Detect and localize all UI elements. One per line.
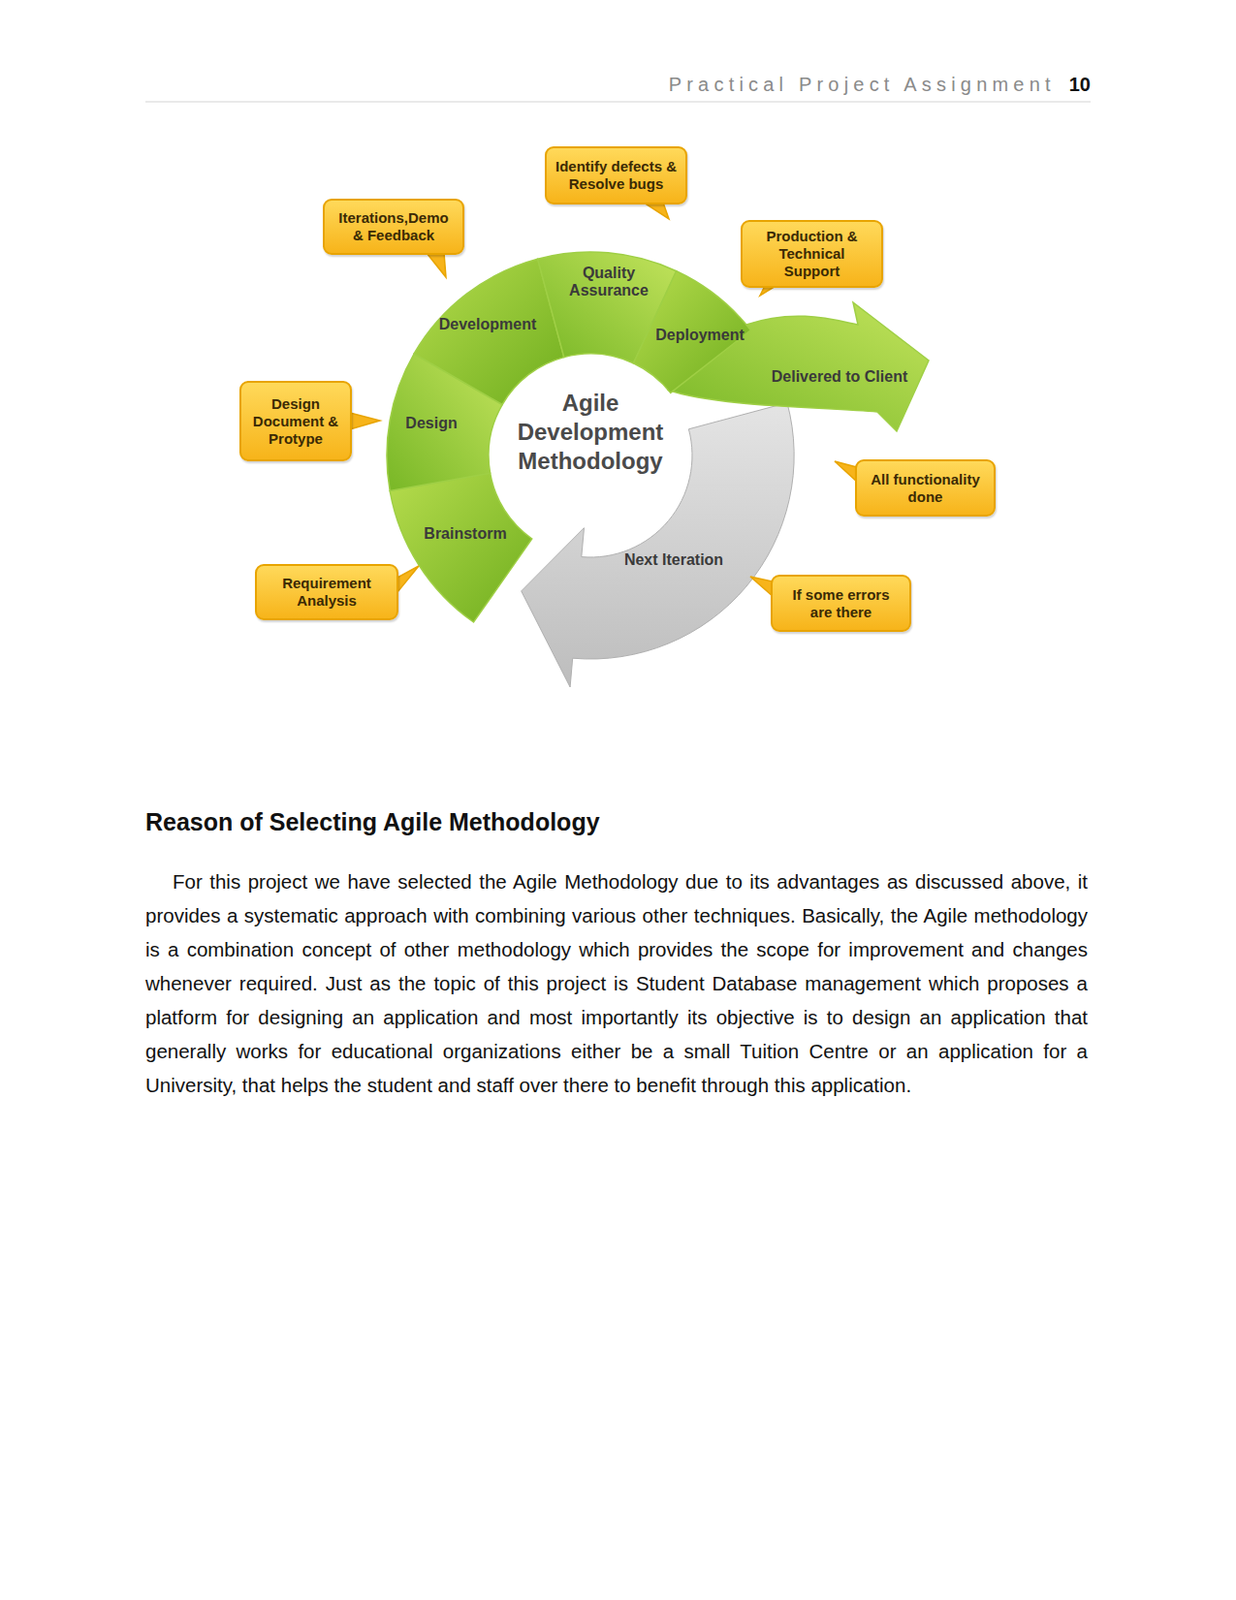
callout-tail: [426, 253, 446, 278]
next-iteration-arrow: [521, 403, 794, 688]
node-text: Iterations,Demo & Feedback: [332, 209, 455, 245]
callout-box: Production & Technical Support: [740, 220, 884, 288]
node-text: Agile Development Methodology: [503, 388, 678, 476]
node-text: Next Iteration: [624, 551, 724, 570]
callout-box: If some errors are there: [770, 574, 912, 633]
cycle-stage: Quality Assurance: [560, 264, 658, 301]
body-paragraph: For this project we have selected the Ag…: [145, 864, 1088, 1103]
node-text: Brainstorm: [423, 525, 507, 543]
section-heading: Reason of Selecting Agile Methodology: [145, 808, 601, 837]
node-text: Production & Technical Support: [750, 227, 874, 281]
center-title: Agile Development Methodology: [503, 388, 678, 476]
callout-box: Requirement Analysis: [254, 564, 399, 621]
node-text: Development: [439, 316, 537, 334]
callout-tail: [643, 202, 669, 220]
node-text: Design: [405, 414, 457, 433]
callout-box: Identify defects & Resolve bugs: [544, 146, 688, 205]
cycle-stage: Next Iteration: [624, 551, 724, 570]
callout-box: Design Document & Protype: [239, 380, 352, 462]
running-header: Practical Project Assignment: [668, 73, 1056, 96]
cycle-stage: Deployment: [655, 326, 745, 345]
node-text: If some errors are there: [780, 586, 902, 622]
node-text: Delivered to Client: [771, 368, 908, 386]
node-text: Deployment: [655, 326, 745, 345]
node-text: Quality Assurance: [560, 264, 658, 301]
ring-segment: [413, 258, 565, 405]
callout-tail: [750, 576, 773, 597]
callout-box: All functionality done: [855, 459, 996, 517]
ring-segment: [633, 271, 751, 394]
callout-tail: [834, 461, 857, 482]
ring-segment: [389, 473, 533, 623]
header-rule: [145, 101, 1091, 103]
cycle-stage: Brainstorm: [423, 525, 507, 543]
callout-tail: [397, 566, 419, 593]
cycle-stage: Delivered to Client: [771, 368, 908, 386]
node-text: Identify defects & Resolve bugs: [554, 158, 678, 193]
cycle-stage: Design: [405, 414, 457, 433]
page-number: 10: [1069, 73, 1091, 96]
callout-tail: [349, 412, 381, 430]
node-text: Design Document & Protype: [249, 395, 343, 448]
callout-box: Iterations,Demo & Feedback: [322, 198, 465, 255]
cycle-stage: Development: [439, 316, 537, 334]
node-text: All functionality done: [864, 471, 986, 507]
node-text: Requirement Analysis: [264, 574, 389, 610]
